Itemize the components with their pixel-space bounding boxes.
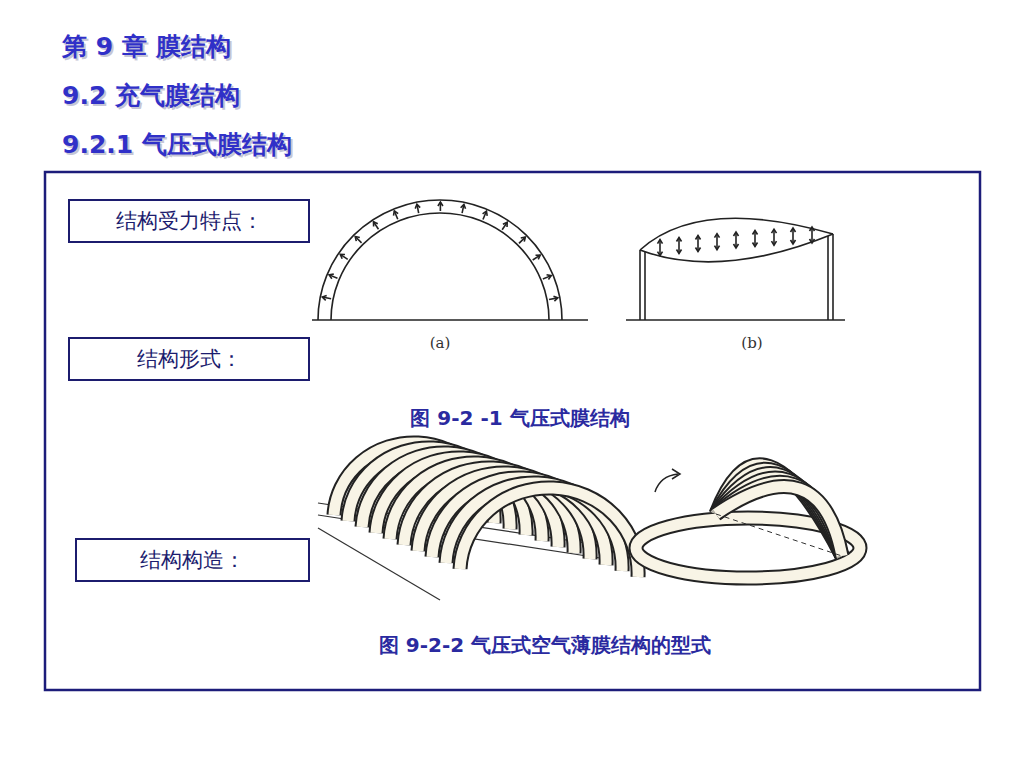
subsection-heading: 9.2.1 气压式膜结构 bbox=[62, 128, 292, 161]
cushion-membrane-b bbox=[626, 218, 845, 320]
box-label: 结构构造： bbox=[140, 546, 245, 574]
frame bbox=[45, 172, 980, 690]
tube-dome-ring bbox=[636, 465, 860, 578]
label-box: 结构形式： bbox=[68, 337, 310, 381]
tube-arch-hall bbox=[318, 443, 638, 600]
figure-caption: 图 9-2 -1 气压式膜结构 bbox=[410, 405, 629, 432]
label-box: 结构构造： bbox=[75, 538, 310, 582]
figure-part-label: (b) bbox=[741, 334, 762, 352]
arch-membrane-a bbox=[312, 200, 588, 320]
chapter-title: 第 9 章 膜结构 bbox=[62, 30, 231, 63]
label-box: 结构受力特点： bbox=[68, 199, 310, 243]
box-label: 结构受力特点： bbox=[116, 207, 263, 235]
box-label: 结构形式： bbox=[137, 345, 242, 373]
figure-part-label: (a) bbox=[430, 334, 451, 352]
figure-caption: 图 9-2-2 气压式空气薄膜结构的型式 bbox=[379, 632, 711, 659]
section-heading: 9.2 充气膜结构 bbox=[62, 79, 240, 112]
